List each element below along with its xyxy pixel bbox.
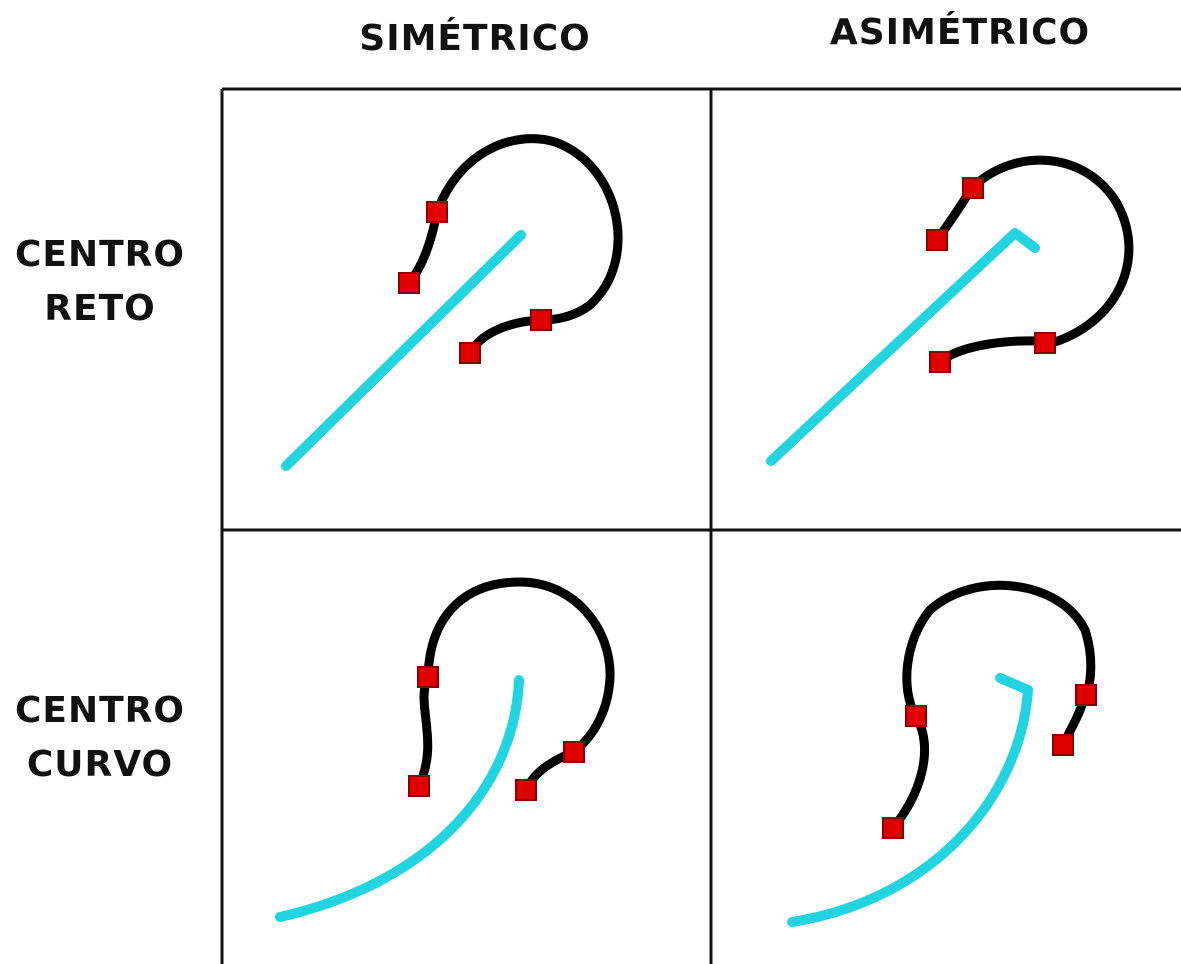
control-point-marker [417, 666, 439, 688]
grid-lines [220, 87, 1181, 964]
control-point-marker [1075, 684, 1097, 706]
column-header-asymmetric: ASIMÉTRICO [829, 12, 1091, 53]
column-header-symmetric: SIMÉTRICO [359, 18, 591, 59]
panel-asymmetric-straight [766, 155, 1134, 466]
control-point-marker [459, 342, 481, 364]
center-line [275, 675, 524, 922]
panel-asymmetric-curved [787, 580, 1097, 927]
row-header-line1: CENTRO [14, 234, 186, 275]
control-point-marker [926, 229, 948, 251]
control-point-marker [1052, 734, 1074, 756]
control-point-marker [398, 272, 420, 294]
control-point-marker [515, 779, 537, 801]
control-point-marker [882, 817, 904, 839]
panel-symmetric-curved [275, 577, 615, 922]
row-header-straight-center: CENTRO RETO [0, 228, 200, 336]
row-header-curved-center: CENTRO CURVO [0, 684, 200, 792]
row-header-line2: RETO [44, 288, 156, 329]
control-point-marker [426, 201, 448, 223]
control-point-marker [929, 351, 951, 373]
control-point-marker [962, 177, 984, 199]
control-point-marker [563, 741, 585, 763]
control-point-marker [905, 705, 927, 727]
center-line [787, 673, 1033, 927]
row-header-line1: CENTRO [14, 690, 186, 731]
row-header-line2: CURVO [26, 744, 174, 785]
control-point-marker [1034, 332, 1056, 354]
center-line [766, 228, 1040, 466]
control-point-marker [530, 309, 552, 331]
panel-symmetric-straight [281, 134, 623, 471]
center-line [281, 230, 526, 471]
control-point-marker [408, 775, 430, 797]
